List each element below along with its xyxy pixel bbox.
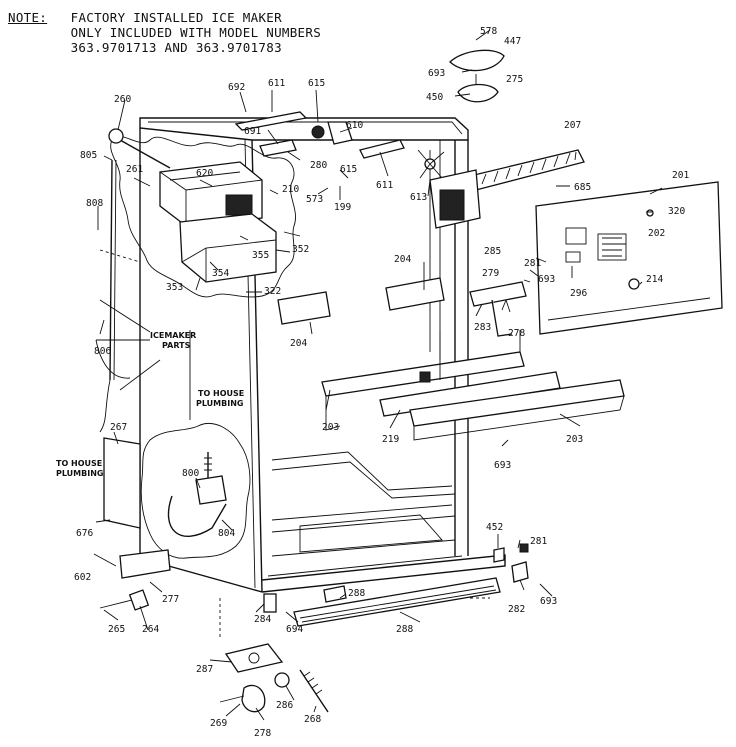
part-label: 322 bbox=[264, 286, 281, 297]
part-label: 615 bbox=[308, 78, 325, 89]
part-label: 261 bbox=[126, 164, 143, 175]
part-label: 620 bbox=[196, 168, 213, 179]
part-label: 282 bbox=[508, 604, 525, 615]
part-label: 278 bbox=[254, 728, 271, 739]
part-label: 203 bbox=[566, 434, 583, 445]
note-label: NOTE: bbox=[8, 10, 48, 25]
part-label: 203 bbox=[322, 422, 339, 433]
water-valve bbox=[167, 452, 227, 538]
rear-panel bbox=[535, 181, 723, 335]
part-label: 692 bbox=[228, 82, 245, 93]
part-label: 264 bbox=[142, 624, 159, 635]
part-label: 275 bbox=[506, 74, 523, 85]
note-line-2: ONLY INCLUDED WITH MODEL NUMBERS bbox=[70, 25, 322, 40]
part-label: 355 bbox=[252, 250, 269, 261]
water-valve-outline bbox=[140, 423, 251, 559]
part-label: 285 bbox=[484, 246, 501, 257]
part-label: 286 bbox=[276, 700, 293, 711]
left-hardware bbox=[99, 159, 171, 611]
part-label: 287 bbox=[196, 664, 213, 675]
part-label: 199 bbox=[334, 202, 351, 213]
part-label: 354 bbox=[212, 268, 229, 279]
part-label: 283 bbox=[474, 322, 491, 333]
part-label: 296 bbox=[570, 288, 587, 299]
part-label: 269 bbox=[210, 718, 227, 729]
part-label: 694 bbox=[286, 624, 303, 635]
part-label: 267 bbox=[110, 422, 127, 433]
bottom-hardware bbox=[219, 543, 529, 713]
part-labels: 578 447 693 275 450 692 611 615 691 610 … bbox=[74, 26, 689, 739]
part-label: 207 bbox=[564, 120, 581, 131]
part-label: 805 bbox=[80, 150, 97, 161]
part-label: 693 bbox=[494, 460, 511, 471]
part-label: 611 bbox=[376, 180, 393, 191]
caption-house-plumbing-left-1: TO HOUSE bbox=[56, 459, 102, 468]
part-label: 578 bbox=[480, 26, 497, 37]
part-label: 611 bbox=[268, 78, 285, 89]
part-label: 320 bbox=[668, 206, 685, 217]
part-label: 452 bbox=[486, 522, 503, 533]
part-label: 260 bbox=[114, 94, 131, 105]
note-line-3: 363.9701713 AND 363.9701783 bbox=[70, 40, 282, 55]
part-label: 214 bbox=[646, 274, 663, 285]
part-label: 278 bbox=[508, 328, 525, 339]
part-label: 693 bbox=[540, 596, 557, 607]
part-label: 277 bbox=[162, 594, 179, 605]
caption-house-plumbing-upper-2: PLUMBING bbox=[196, 399, 243, 408]
part-label: 281 bbox=[524, 258, 541, 269]
part-label: 204 bbox=[394, 254, 411, 265]
part-label: 201 bbox=[672, 170, 689, 181]
note-line-1: FACTORY INSTALLED ICE MAKER bbox=[70, 10, 282, 25]
part-label: 693 bbox=[428, 68, 445, 79]
caption-house-plumbing-left-2: PLUMBING bbox=[56, 469, 103, 478]
part-label: 353 bbox=[166, 282, 183, 293]
part-label: 210 bbox=[282, 184, 299, 195]
part-label: 202 bbox=[648, 228, 665, 239]
part-label: 806 bbox=[94, 346, 111, 357]
part-label: 279 bbox=[482, 268, 499, 279]
part-label: 573 bbox=[306, 194, 323, 205]
part-label: 613 bbox=[410, 192, 427, 203]
part-label: 676 bbox=[76, 528, 93, 539]
part-label: 450 bbox=[426, 92, 443, 103]
part-label: 268 bbox=[304, 714, 321, 725]
part-label: 352 bbox=[292, 244, 309, 255]
part-label: 800 bbox=[182, 468, 199, 479]
part-label: 691 bbox=[244, 126, 261, 137]
captions: ICEMAKER PARTS TO HOUSE PLUMBING TO HOUS… bbox=[56, 331, 244, 478]
part-label: 685 bbox=[574, 182, 591, 193]
part-label: 288 bbox=[348, 588, 365, 599]
caption-icemaker-2: PARTS bbox=[162, 341, 191, 350]
control-assembly-top bbox=[234, 49, 585, 229]
caption-house-plumbing-upper-1: TO HOUSE bbox=[198, 389, 244, 398]
leader-lines bbox=[93, 29, 663, 721]
part-label: 602 bbox=[74, 572, 91, 583]
factory-note: NOTE: FACTORY INSTALLED ICE MAKER ONLY I… bbox=[8, 10, 321, 55]
part-label: 615 bbox=[340, 164, 357, 175]
icemaker-outline bbox=[110, 135, 296, 298]
part-label: 204 bbox=[290, 338, 307, 349]
part-label: 281 bbox=[530, 536, 547, 547]
part-label: 265 bbox=[108, 624, 125, 635]
part-label: 284 bbox=[254, 614, 271, 625]
part-label: 288 bbox=[396, 624, 413, 635]
caption-icemaker-1: ICEMAKER bbox=[150, 331, 196, 340]
icemaker-assembly bbox=[108, 128, 277, 283]
part-label: 693 bbox=[538, 274, 555, 285]
part-label: 447 bbox=[504, 36, 521, 47]
part-label: 610 bbox=[346, 120, 363, 131]
part-label: 804 bbox=[218, 528, 235, 539]
shelf-rails bbox=[277, 277, 625, 441]
part-label: 219 bbox=[382, 434, 399, 445]
part-label: 808 bbox=[86, 198, 103, 209]
part-label: 280 bbox=[310, 160, 327, 171]
